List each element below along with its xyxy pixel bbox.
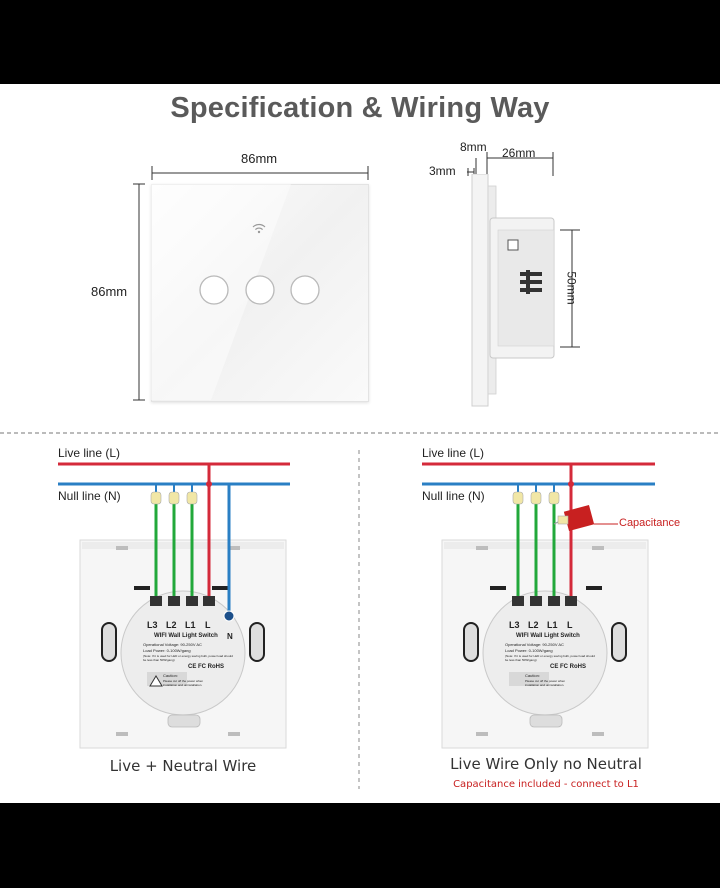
left-voltage: Operational Voltage: 90-250V AC: [143, 642, 202, 647]
left-null-line-label: Null line (N): [58, 489, 121, 503]
left-wires: [58, 462, 290, 622]
depth-8mm-label: 8mm: [460, 140, 487, 154]
right-live-line-label: Live line (L): [422, 446, 485, 460]
right-terminal-L3: L3: [509, 620, 520, 630]
left-product-name: WIFI Wall Light Switch: [154, 633, 218, 639]
left-load-power: Load Power: 0-100W/gang: [143, 648, 191, 653]
side-view-switch: [471, 174, 555, 407]
right-caption: Live Wire Only no Neutral: [450, 755, 642, 773]
separator-lines: [0, 432, 720, 789]
front-switch-face: [151, 184, 320, 400]
right-wiring-diagram: [441, 539, 649, 749]
left-caution-text: Please cut off the power when installati…: [163, 679, 204, 687]
left-certs: CE FC RoHS: [188, 664, 224, 670]
right-caution-text: Please cut off the power when installati…: [525, 679, 566, 687]
right-terminal-L1: L1: [547, 620, 558, 630]
left-caution-title: Caution:: [163, 673, 178, 678]
capacitance-label: Capacitance: [619, 517, 681, 529]
depth-26mm-label: 26mm: [502, 146, 536, 160]
spec-wiring-panel: Specification & Wiring Way 86mm: [0, 84, 720, 803]
touch-button-icon[interactable]: [290, 275, 320, 305]
left-terminal-N: N: [227, 632, 233, 641]
right-subcaption: Capacitance included - connect to L1: [453, 779, 639, 790]
left-caption: Live + Neutral Wire: [109, 757, 257, 775]
right-terminal-L: L: [567, 620, 573, 630]
left-terminal-L1: L1: [185, 620, 196, 630]
touch-button-icon[interactable]: [245, 275, 275, 305]
depth-3mm-label: 3mm: [429, 164, 456, 178]
right-certs: CE FC RoHS: [550, 664, 586, 670]
left-live-line-label: Live line (L): [58, 446, 121, 460]
left-note: (Note: If it is used for LED or energy s…: [143, 654, 233, 662]
touch-button-icon[interactable]: [199, 275, 229, 305]
width-dimension-label: 86mm: [241, 151, 278, 166]
caution-icon: [149, 675, 163, 687]
right-note: (Note: If it is used for LED or energy s…: [505, 654, 595, 662]
right-terminal-L2: L2: [528, 620, 539, 630]
left-terminal-L: L: [205, 620, 211, 630]
left-wiring-diagram: [79, 539, 287, 749]
height-dimension-label: 86mm: [91, 284, 128, 299]
right-wires: [422, 462, 655, 606]
front-view-dimension-lines: [133, 152, 580, 401]
right-voltage: Operational Voltage: 90-250V AC: [505, 642, 564, 647]
wifi-icon: [252, 223, 266, 234]
right-load-power: Load Power: 0-100W/gang: [505, 648, 553, 653]
right-null-line-label: Null line (N): [422, 489, 485, 503]
right-caution-title: Caution:: [525, 673, 540, 678]
left-terminal-L3: L3: [147, 620, 158, 630]
left-terminal-L2: L2: [166, 620, 177, 630]
capacitor-icon: [553, 504, 595, 532]
page-title: Specification & Wiring Way: [170, 92, 550, 124]
right-product-name: WIFI Wall Light Switch: [516, 633, 580, 639]
